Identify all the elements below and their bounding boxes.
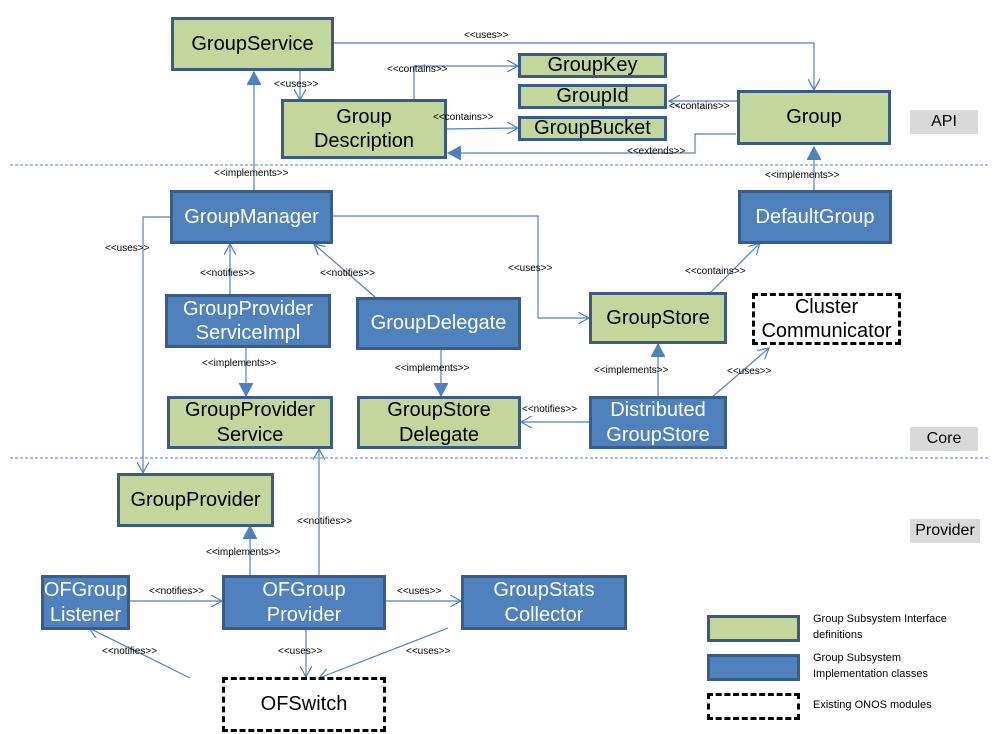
- layer-label-core: Core: [910, 427, 978, 451]
- legend-swatch-interface: [707, 615, 800, 642]
- node-group-manager: GroupManager: [170, 190, 333, 244]
- node-distributed-group-store: Distributed GroupStore: [589, 396, 727, 449]
- node-group: Group: [737, 90, 891, 145]
- label-ofp-uses-stats: <<uses>>: [397, 586, 442, 597]
- node-group-bucket: GroupBucket: [518, 116, 667, 141]
- edge-desc-contains-bucket: [444, 128, 518, 129]
- edge-desc-contains-key: [413, 66, 518, 100]
- label-desc-contains-bucket: <<contains>>: [433, 112, 494, 123]
- edge-switch-notifies-listener: [89, 628, 191, 679]
- layer-label-provider: Provider: [910, 519, 980, 543]
- label-ofp-implements-gp: <<implements>>: [206, 547, 281, 558]
- node-group-id: GroupId: [518, 84, 667, 109]
- node-of-switch: OFSwitch: [222, 677, 386, 732]
- node-group-service: GroupService: [171, 17, 334, 71]
- label-delegate-notifies-manager: <<notifies>>: [320, 268, 376, 279]
- label-psi-implements-ps: <<implements>>: [202, 358, 277, 369]
- legend-swatch-implementation: [707, 654, 800, 681]
- edge-group-extends-desc: [448, 133, 736, 153]
- node-group-provider: GroupProvider: [117, 473, 274, 527]
- label-default-implements-group: <<implements>>: [765, 170, 840, 181]
- edge-service-uses-group: [333, 42, 814, 90]
- node-group-store: GroupStore: [589, 292, 727, 344]
- label-dgs-uses-cluster: <<uses>>: [727, 366, 772, 377]
- legend-text-existing: Existing ONOS modules: [813, 699, 932, 711]
- label-switch-notifies-listener: <<notifies>>: [102, 646, 158, 657]
- label-manager-implements-service: <<implements>>: [214, 168, 289, 179]
- label-psi-notifies-manager: <<notifies>>: [200, 268, 256, 279]
- edge-dgs-uses-cluster: [710, 348, 769, 399]
- node-default-group: DefaultGroup: [738, 190, 892, 244]
- edge-manager-uses-provider: [143, 216, 172, 473]
- legend-text-implementation: Group Subsystem Implementation classes: [813, 652, 928, 680]
- label-desc-contains-key: <<contains>>: [387, 64, 448, 75]
- edge-manager-uses-store: [333, 215, 589, 318]
- label-delegate-implements-sd: <<implements>>: [395, 363, 470, 374]
- node-cluster-communicator: Cluster Communicator: [752, 293, 901, 345]
- node-group-stats-collector: GroupStats Collector: [461, 575, 627, 630]
- edge-delegate-notifies-manager: [314, 244, 376, 298]
- node-group-store-delegate: GroupStore Delegate: [357, 396, 521, 449]
- node-group-key: GroupKey: [518, 53, 667, 78]
- label-dgs-notifies-sd: <<notifies>>: [522, 404, 578, 415]
- label-stats-uses-switch: <<uses>>: [406, 646, 451, 657]
- edge-stats-uses-switch: [319, 627, 449, 678]
- label-group-extends-desc: <<extends>>: [627, 146, 686, 157]
- edge-store-contains-default: [709, 243, 760, 294]
- label-listener-notifies-ofp: <<notifies>>: [149, 586, 205, 597]
- node-group-provider-service: GroupProvider Service: [167, 396, 333, 449]
- label-dgs-implements-store: <<implements>>: [594, 365, 669, 376]
- layer-label-api: API: [910, 110, 978, 134]
- label-store-contains-default: <<contains>>: [685, 266, 746, 277]
- legend-text-interface: Group Subsystem Interface definitions: [813, 613, 947, 641]
- node-group-delegate: GroupDelegate: [356, 297, 521, 350]
- label-ofp-uses-switch: <<uses>>: [278, 646, 323, 657]
- legend-swatch-existing: [707, 693, 800, 720]
- label-service-uses-desc: <<uses>>: [274, 79, 319, 90]
- node-group-provider-service-impl: GroupProvider ServiceImpl: [165, 294, 331, 348]
- node-of-group-listener: OFGroup Listener: [41, 575, 130, 630]
- label-manager-uses-store: <<uses>>: [508, 263, 553, 274]
- node-group-description: Group Description: [281, 99, 447, 159]
- label-group-contains-id: <<contains>>: [669, 101, 730, 112]
- label-service-uses-group: <<uses>>: [464, 30, 509, 41]
- node-of-group-provider: OFGroup Provider: [222, 575, 386, 630]
- label-ofp-notifies-ps: <<notifies>>: [297, 516, 353, 527]
- label-manager-uses-provider: <<uses>>: [105, 243, 150, 254]
